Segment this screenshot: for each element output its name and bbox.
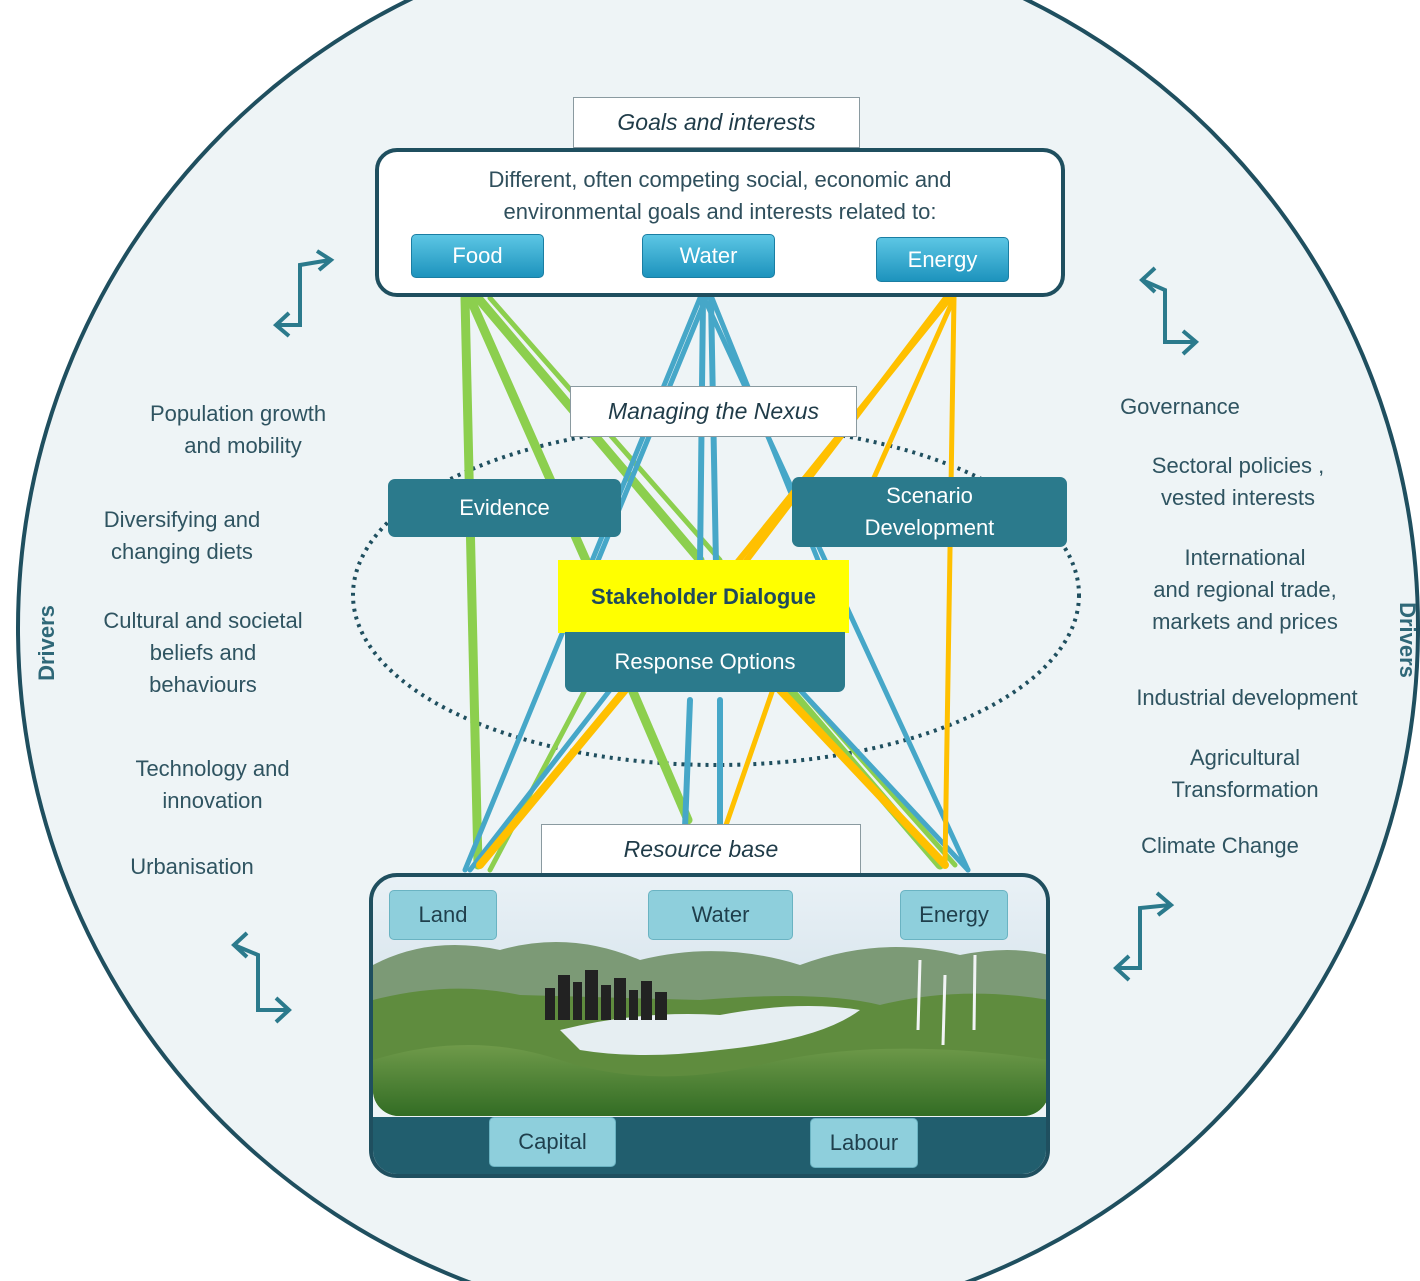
driver-line: Population growth bbox=[149, 401, 327, 426]
goals-text-line: environmental goals and interests relate… bbox=[503, 199, 937, 224]
driver-item: International and regional trade, market… bbox=[1120, 542, 1370, 638]
food-link bbox=[460, 293, 483, 870]
driver-item: Governance bbox=[1100, 391, 1260, 423]
resource-base-tag: Resource base bbox=[541, 824, 861, 874]
driver-line: International bbox=[1184, 545, 1306, 570]
stakeholder-dialogue-box: Stakeholder Dialogue bbox=[558, 560, 849, 633]
cycle-arrow-icon bbox=[1113, 891, 1175, 982]
driver-line: beliefs and bbox=[149, 640, 257, 665]
goal-category-water: Water bbox=[642, 234, 775, 278]
energy-link bbox=[870, 295, 957, 483]
driver-item: Climate Change bbox=[1115, 830, 1325, 862]
water-link bbox=[682, 697, 693, 831]
driver-line: Transformation bbox=[1171, 777, 1319, 802]
goals-text-line: Different, often competing social, econo… bbox=[488, 167, 952, 192]
driver-item: Technology and innovation bbox=[100, 753, 325, 817]
drivers-label-right: Drivers bbox=[1395, 602, 1420, 678]
driver-item: Urbanisation bbox=[92, 851, 292, 883]
driver-item: Sectoral policies , vested interests bbox=[1118, 450, 1358, 514]
driver-item: Cultural and societal beliefs and behavi… bbox=[80, 605, 326, 701]
energy-link bbox=[476, 686, 629, 869]
driver-line: and regional trade, bbox=[1153, 577, 1337, 602]
driver-line: Governance bbox=[1120, 394, 1240, 419]
energy-link bbox=[776, 686, 949, 869]
resource-water: Water bbox=[648, 890, 793, 940]
driver-line: Diversifying and bbox=[103, 507, 261, 532]
food-link bbox=[623, 675, 693, 825]
energy-link bbox=[942, 295, 957, 868]
resource-labour: Labour bbox=[810, 1118, 918, 1168]
cycle-arrow-icon bbox=[231, 931, 292, 1024]
driver-line: and mobility bbox=[184, 433, 302, 458]
resource-footer bbox=[373, 1117, 1046, 1174]
goal-category-energy: Energy bbox=[876, 237, 1009, 282]
driver-line: Industrial development bbox=[1136, 685, 1358, 710]
resource-land: Land bbox=[389, 890, 497, 940]
driver-line: markets and prices bbox=[1152, 609, 1338, 634]
water-link bbox=[467, 687, 613, 873]
driver-line: Sectoral policies , bbox=[1151, 453, 1325, 478]
scenario-line: Development bbox=[864, 515, 995, 540]
driver-item: Population growth and mobility bbox=[120, 398, 356, 462]
resource-energy: Energy bbox=[900, 890, 1008, 940]
resource-capital: Capital bbox=[489, 1117, 616, 1167]
goals-tag: Goals and interests bbox=[573, 97, 860, 148]
cycle-arrow-icon bbox=[1139, 266, 1200, 356]
driver-line: Technology and bbox=[135, 756, 290, 781]
driver-line: innovation bbox=[162, 788, 263, 813]
driver-item: Agricultural Transformation bbox=[1140, 742, 1350, 806]
scenario-development-box: Scenario Development bbox=[792, 477, 1067, 547]
scenario-line: Scenario bbox=[886, 483, 973, 508]
evidence-box: Evidence bbox=[388, 479, 621, 537]
driver-line: Cultural and societal bbox=[103, 608, 303, 633]
drivers-label-left: Drivers bbox=[34, 605, 59, 681]
response-options-box: Response Options bbox=[565, 632, 845, 692]
driver-line: Climate Change bbox=[1141, 833, 1299, 858]
goal-category-food: Food bbox=[411, 234, 544, 278]
driver-item: Diversifying and changing diets bbox=[72, 504, 292, 568]
driver-line: Urbanisation bbox=[130, 854, 254, 879]
water-link bbox=[797, 687, 971, 873]
driver-item: Industrial development bbox=[1112, 682, 1382, 714]
cycle-arrow-icon bbox=[272, 249, 335, 338]
driver-line: Agricultural bbox=[1189, 745, 1301, 770]
driver-line: behaviours bbox=[149, 672, 257, 697]
driver-line: changing diets bbox=[111, 539, 253, 564]
nexus-tag: Managing the Nexus bbox=[570, 386, 857, 437]
resource-base-box bbox=[369, 873, 1050, 1178]
driver-line: vested interests bbox=[1160, 485, 1316, 510]
